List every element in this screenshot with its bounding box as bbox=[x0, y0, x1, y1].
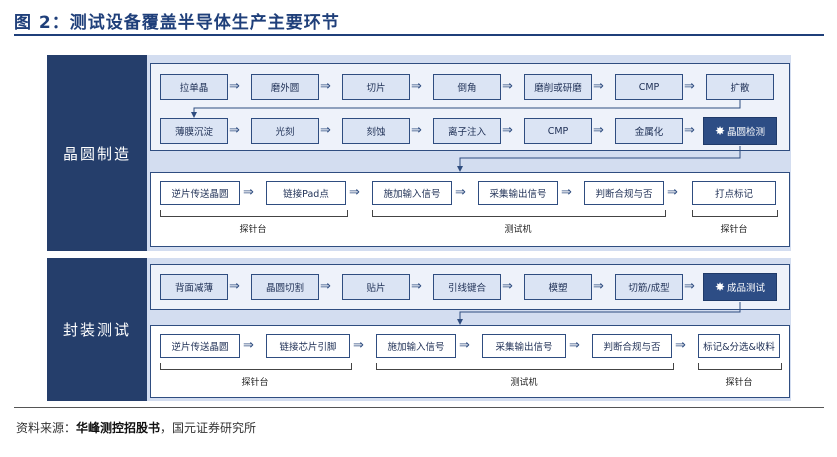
arrow-icon: ⇒ bbox=[667, 185, 678, 200]
group-label-prober: 探针台 bbox=[720, 225, 748, 235]
step-back-thinning: 背面减薄 bbox=[160, 274, 228, 300]
test-mark: 打点标记 bbox=[692, 181, 776, 205]
arrow-icon: ⇒ bbox=[593, 279, 604, 294]
step-wafer-inspection: ✸晶圆检测 bbox=[703, 117, 777, 145]
arrow-icon: ⇒ bbox=[353, 338, 364, 353]
bracket-prober-1 bbox=[160, 363, 352, 370]
group-label-tester: 测试机 bbox=[504, 225, 532, 235]
arrow-icon: ⇒ bbox=[459, 338, 470, 353]
step-wafer-inspection-label: 晶圆检测 bbox=[727, 127, 766, 138]
test-collect-output: 采集输出信号 bbox=[478, 181, 558, 205]
arrow-icon: ⇒ bbox=[684, 279, 695, 294]
arrow-icon: ⇒ bbox=[561, 185, 572, 200]
step-slice: 切片 bbox=[342, 74, 410, 100]
star-icon: ✸ bbox=[714, 124, 726, 138]
source-note: 资料来源：华峰测控招股书，国元证券研究所 bbox=[16, 419, 256, 436]
arrow-icon: ⇒ bbox=[411, 79, 422, 94]
arrow-icon: ⇒ bbox=[320, 279, 331, 294]
arrow-icon: ⇒ bbox=[593, 79, 604, 94]
test-collect-output: 采集输出信号 bbox=[482, 334, 566, 358]
step-wafer-dicing: 晶圆切割 bbox=[251, 274, 319, 300]
step-molding: 模塑 bbox=[524, 274, 592, 300]
arrow-icon: ⇒ bbox=[593, 123, 604, 138]
group-label-prober: 探针台 bbox=[239, 225, 267, 235]
star-icon: ✸ bbox=[714, 280, 726, 294]
bracket-prober-1 bbox=[160, 210, 348, 217]
step-metallization: 金属化 bbox=[615, 118, 683, 144]
step-ion-implant: 离子注入 bbox=[433, 118, 501, 144]
arrow-icon: ⇒ bbox=[502, 79, 513, 94]
arrow-icon: ⇒ bbox=[684, 79, 695, 94]
bracket-prober-2 bbox=[698, 363, 782, 370]
test-wafer-transfer: 逆片传送晶圆 bbox=[160, 334, 240, 358]
section-label-wafer: 晶圆制造 bbox=[47, 55, 147, 251]
arrow-icon: ⇒ bbox=[320, 79, 331, 94]
step-final-test-label: 成品测试 bbox=[727, 283, 766, 294]
test-apply-input: 施加输入信号 bbox=[376, 334, 456, 358]
step-lithography: 光刻 bbox=[251, 118, 319, 144]
arrow-icon: ⇒ bbox=[243, 185, 254, 200]
group-label-prober: 探针台 bbox=[241, 378, 269, 388]
source-main: 华峰测控招股书 bbox=[76, 421, 161, 435]
bracket-tester bbox=[376, 363, 674, 370]
bracket-prober-2 bbox=[692, 210, 778, 217]
arrow-icon: ⇒ bbox=[502, 279, 513, 294]
arrow-icon: ⇒ bbox=[243, 338, 254, 353]
arrow-icon: ⇒ bbox=[684, 123, 695, 138]
arrow-icon: ⇒ bbox=[455, 185, 466, 200]
step-etch: 刻蚀 bbox=[342, 118, 410, 144]
title-rule bbox=[14, 34, 824, 36]
step-cmp-2: CMP bbox=[524, 118, 592, 144]
arrow-icon: ⇒ bbox=[502, 123, 513, 138]
arrow-icon: ⇒ bbox=[229, 123, 240, 138]
group-label-tester: 测试机 bbox=[510, 378, 538, 388]
source-prefix: 资料来源： bbox=[16, 421, 77, 435]
arrow-icon: ⇒ bbox=[569, 338, 580, 353]
arrow-icon: ⇒ bbox=[675, 338, 686, 353]
source-suffix: ，国元证券研究所 bbox=[160, 421, 257, 435]
arrow-icon: ⇒ bbox=[411, 279, 422, 294]
test-judge-compliance: 判断合规与否 bbox=[592, 334, 672, 358]
footer-rule bbox=[14, 407, 824, 408]
test-judge-compliance: 判断合规与否 bbox=[584, 181, 664, 205]
arrow-icon: ⇒ bbox=[229, 79, 240, 94]
step-chamfer: 倒角 bbox=[433, 74, 501, 100]
step-film-deposition: 薄膜沉淀 bbox=[160, 118, 228, 144]
arrow-icon: ⇒ bbox=[320, 123, 331, 138]
group-label-prober: 探针台 bbox=[725, 378, 753, 388]
test-mark-sort-receive: 标记&分选&收料 bbox=[698, 334, 780, 358]
test-link-pins: 链接芯片引脚 bbox=[266, 334, 350, 358]
step-diffusion: 扩散 bbox=[706, 74, 774, 100]
package-test-panel bbox=[150, 325, 790, 398]
arrow-icon: ⇒ bbox=[349, 185, 360, 200]
wafer-test-panel bbox=[150, 172, 790, 247]
step-die-attach: 贴片 bbox=[342, 274, 410, 300]
test-wafer-transfer: 逆片传送晶圆 bbox=[160, 181, 240, 205]
arrow-icon: ⇒ bbox=[411, 123, 422, 138]
step-trim-form: 切筋/成型 bbox=[615, 274, 683, 300]
test-apply-input: 施加输入信号 bbox=[372, 181, 452, 205]
bracket-tester bbox=[372, 210, 666, 217]
test-link-pad: 链接Pad点 bbox=[266, 181, 346, 205]
section-label-package: 封装测试 bbox=[47, 258, 147, 401]
arrow-icon: ⇒ bbox=[229, 279, 240, 294]
step-pull-crystal: 拉单晶 bbox=[160, 74, 228, 100]
step-wire-bond: 引线键合 bbox=[433, 274, 501, 300]
step-grind-outer: 磨外圆 bbox=[251, 74, 319, 100]
step-cmp-1: CMP bbox=[615, 74, 683, 100]
step-grinding: 磨削或研磨 bbox=[524, 74, 592, 100]
figure-title: 图 2：测试设备覆盖半导体生产主要环节 bbox=[14, 13, 340, 33]
step-final-test: ✸成品测试 bbox=[703, 273, 777, 301]
